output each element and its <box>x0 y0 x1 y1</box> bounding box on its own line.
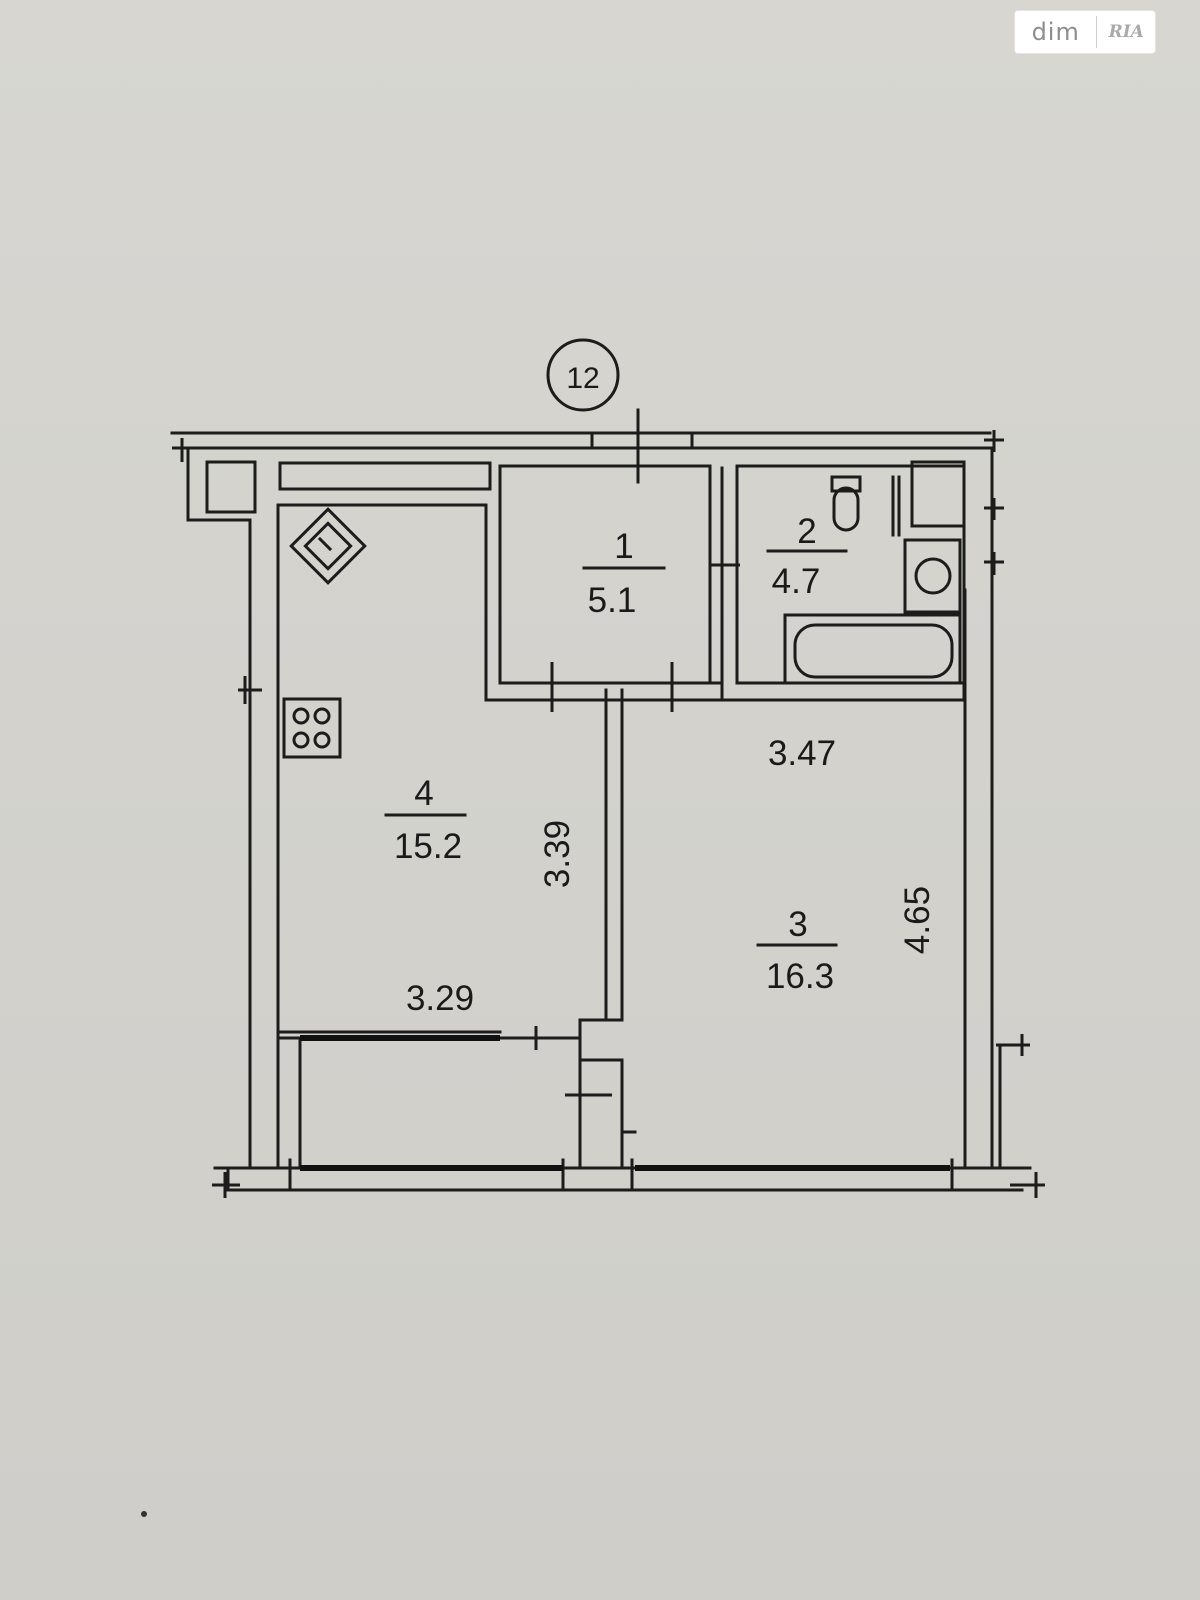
room-1-number: 1 <box>614 527 633 566</box>
room-2-number: 2 <box>797 512 816 551</box>
dimria-watermark-logo: dim RIA <box>1014 10 1156 54</box>
watermark-brand-right: RIA <box>1108 22 1144 42</box>
room-4-area: 15.2 <box>394 827 462 866</box>
dimension-room-4-length: 3.39 <box>538 820 577 888</box>
windows <box>300 1035 950 1171</box>
dimension-room-3-width: 3.47 <box>768 734 836 773</box>
stove-icon <box>282 697 342 759</box>
room-1-area: 5.1 <box>588 581 637 620</box>
outer-walls <box>170 431 1032 1192</box>
wall-ticks <box>172 430 1045 1198</box>
dimension-room-4-width: 3.29 <box>406 979 474 1018</box>
room-2-bathroom-walls <box>720 464 966 702</box>
axis-marker-label: 12 <box>566 362 599 395</box>
dimension-room-3-length: 4.65 <box>898 886 937 954</box>
partition-walls <box>578 688 966 1170</box>
stray-dot <box>141 1511 147 1517</box>
watermark-brand-left: dim <box>1031 18 1080 46</box>
room-2-area: 4.7 <box>772 562 821 601</box>
room-4-number: 4 <box>414 774 433 813</box>
watermark-divider <box>1096 16 1098 48</box>
room-3-area: 16.3 <box>766 957 834 996</box>
room-3-number: 3 <box>788 905 807 944</box>
sink-icon <box>289 507 367 585</box>
